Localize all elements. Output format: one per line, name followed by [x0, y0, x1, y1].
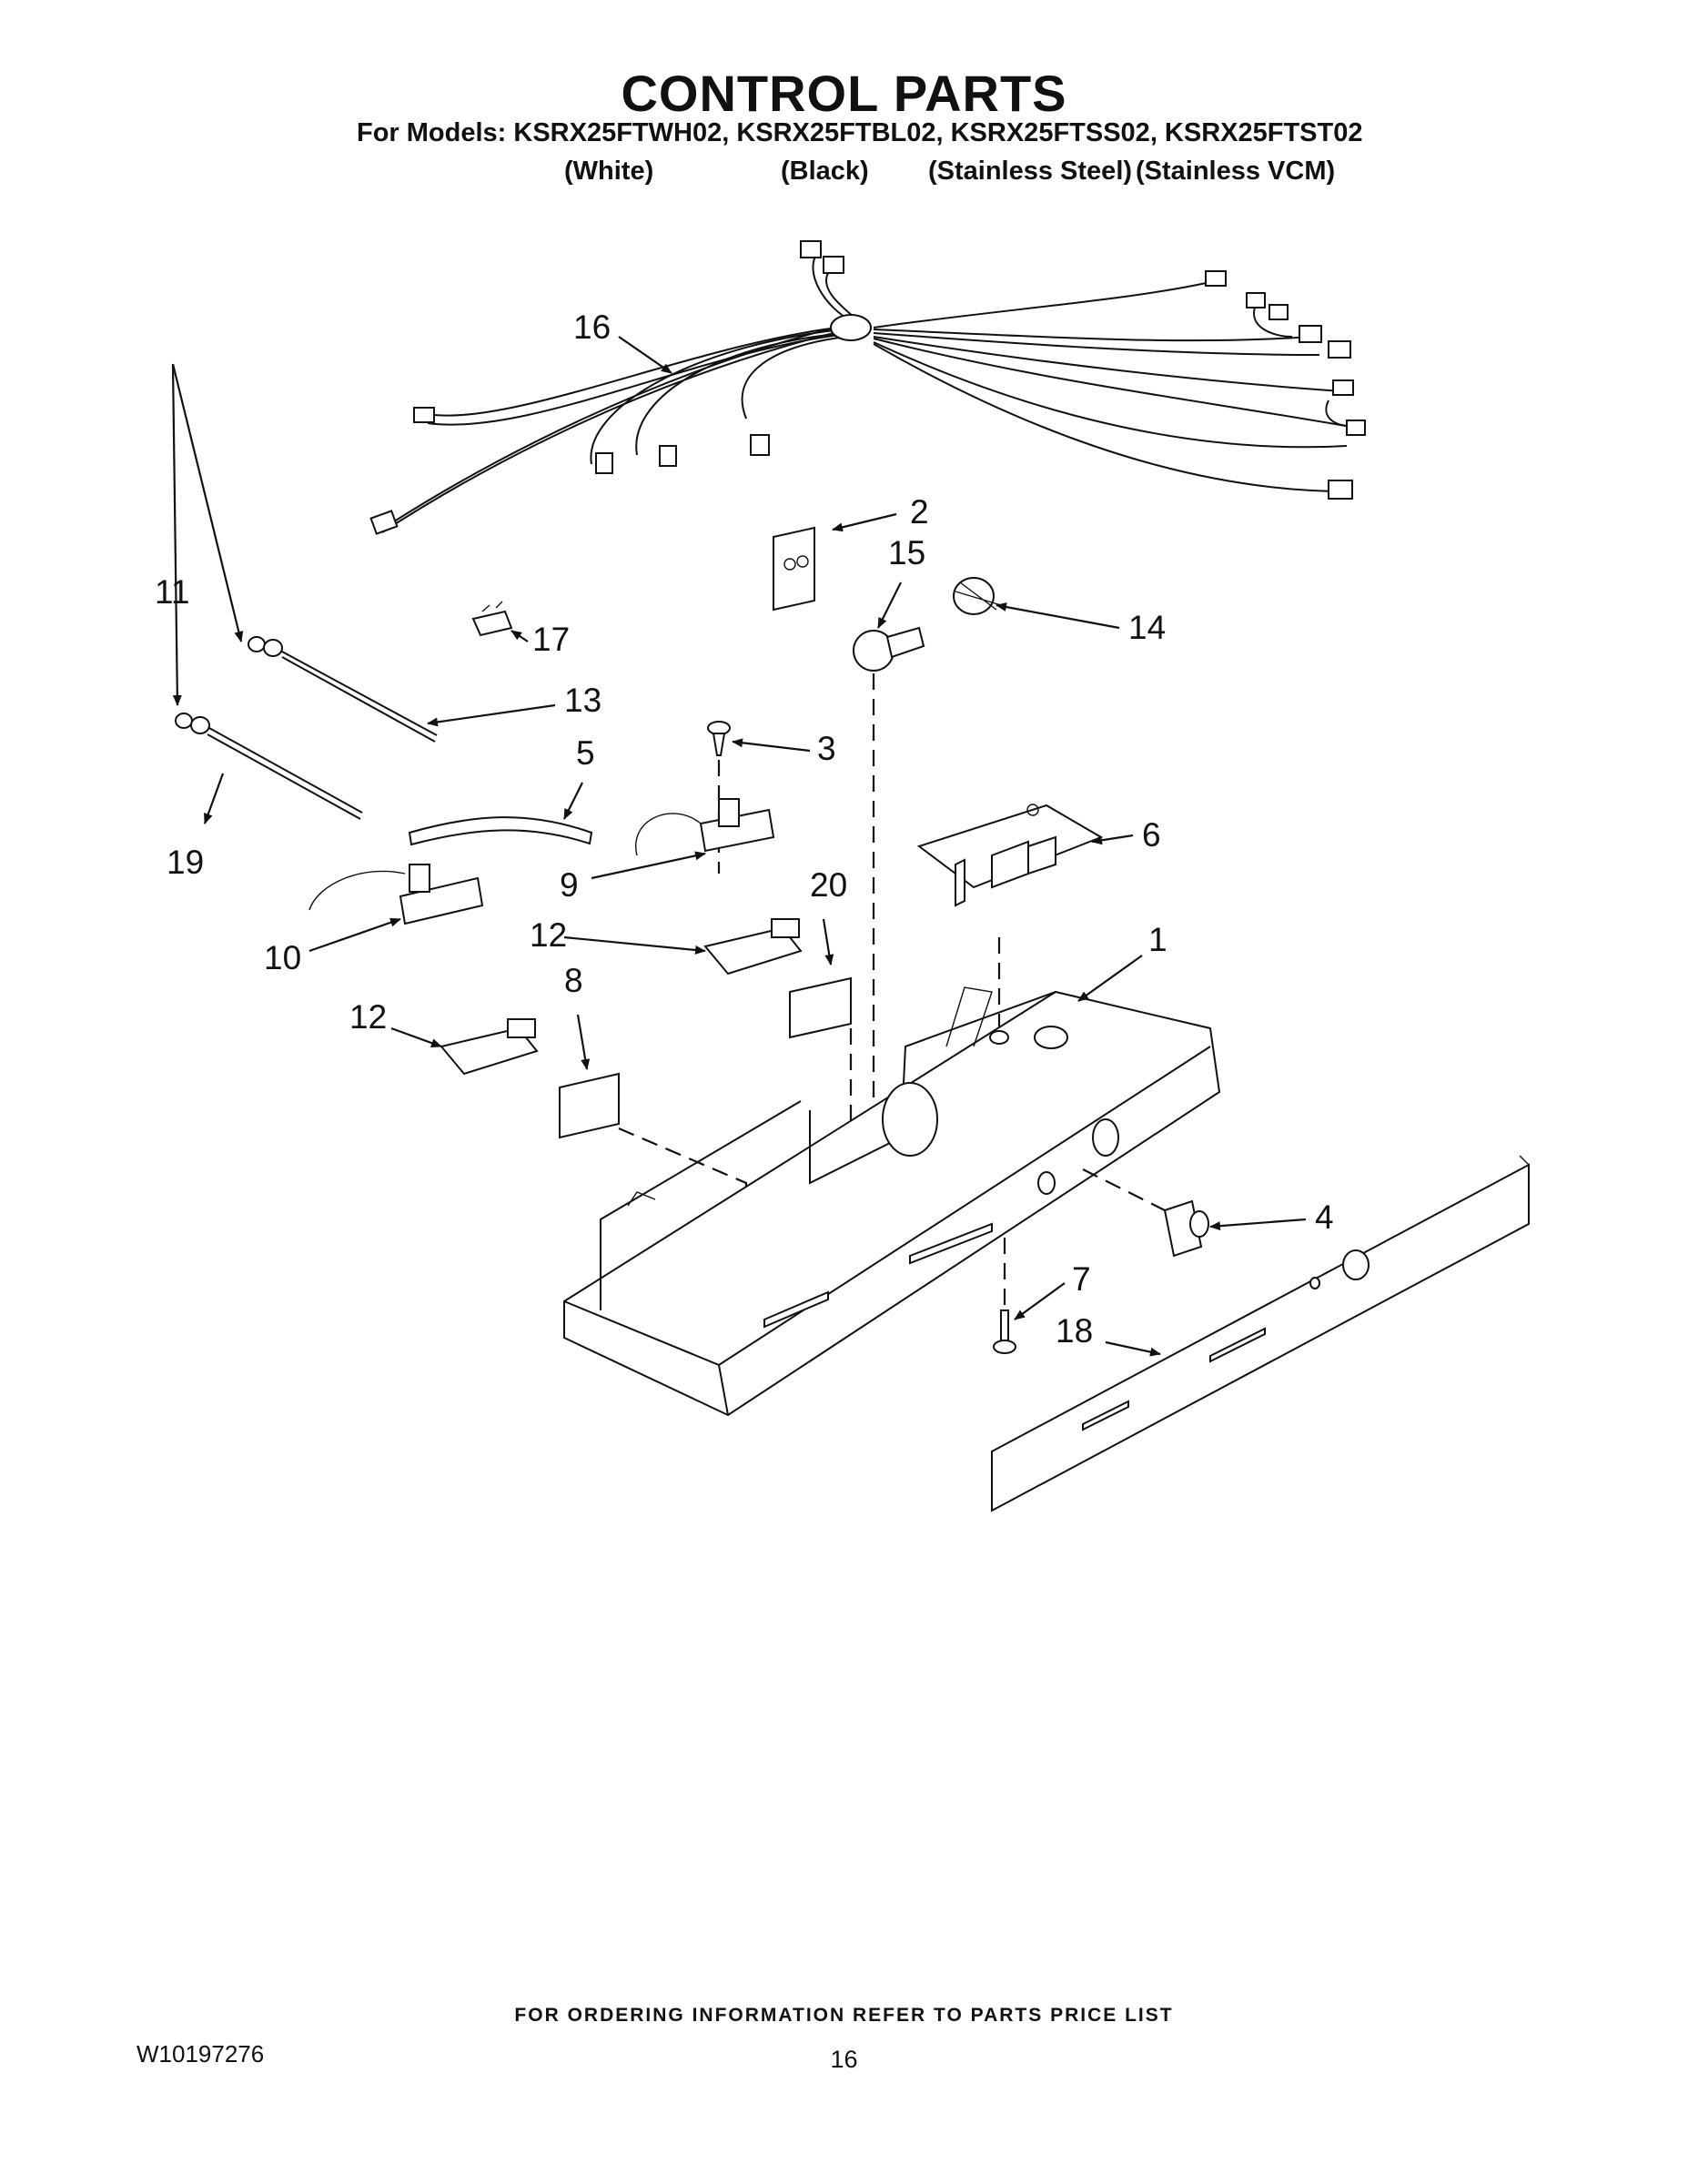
callout-20: 20 [810, 866, 847, 904]
finish-white: (White) [564, 157, 654, 186]
sensor-tube-19 [175, 713, 363, 820]
callout-12b: 12 [349, 998, 387, 1036]
callout-5: 5 [576, 734, 595, 772]
finish-stainless-steel: (Stainless Steel) [928, 157, 1133, 186]
control-housing-part [563, 986, 1221, 1417]
light-bulb-part [853, 626, 925, 672]
sensor-tube-13 [248, 636, 438, 743]
label-part-20 [789, 976, 852, 1039]
finish-black: (Black) [781, 157, 869, 186]
callout-9: 9 [560, 866, 579, 904]
callout-17: 17 [532, 621, 570, 658]
callout-14: 14 [1128, 609, 1166, 646]
callout-18: 18 [1056, 1312, 1093, 1350]
front-panel-part [991, 1155, 1530, 1512]
callout-1: 1 [1148, 921, 1167, 958]
callout-arrows [171, 336, 1307, 1357]
callout-numbers: 16 2 15 14 11 17 13 5 3 6 19 9 20 12 1 1… [155, 308, 1334, 1350]
callout-3: 3 [817, 730, 836, 767]
callout-10: 10 [264, 939, 301, 976]
pad-part [773, 526, 815, 612]
clip-part [471, 601, 513, 637]
knob-alignment-line [1082, 1168, 1175, 1216]
callout-11: 11 [155, 573, 189, 611]
callout-12a: 12 [530, 916, 567, 954]
control-knob-part [1163, 1199, 1209, 1258]
callout-2: 2 [910, 493, 929, 531]
callout-16: 16 [573, 308, 611, 346]
switch-part-10 [308, 864, 484, 925]
callout-7: 7 [1072, 1260, 1091, 1298]
label-part-8 [559, 1072, 620, 1139]
control-board-part [916, 804, 1104, 907]
callout-4: 4 [1315, 1198, 1334, 1236]
document-number: W10197276 [136, 2040, 265, 2068]
callout-19: 19 [167, 844, 204, 881]
callout-13: 13 [564, 682, 601, 719]
screw-part-3 [707, 721, 731, 756]
screw-part-7 [993, 1309, 1016, 1354]
bracket-part-12b [440, 1018, 539, 1076]
page-title: CONTROL PARTS [621, 65, 1067, 122]
page-number: 16 [830, 2046, 858, 2073]
bracket-part-12a [703, 918, 803, 976]
tube-part [408, 816, 593, 846]
label-8-alignment-line [618, 1127, 748, 1310]
ordering-note: FOR ORDERING INFORMATION REFER TO PARTS … [514, 2005, 1174, 2026]
wire-harness-part [369, 240, 1366, 535]
callout-8: 8 [564, 962, 583, 999]
finish-stainless-vcm: (Stainless VCM) [1136, 157, 1336, 186]
light-socket-part [953, 577, 1002, 615]
callout-15: 15 [888, 534, 925, 571]
models-line: For Models: KSRX25FTWH02, KSRX25FTBL02, … [357, 118, 1363, 147]
switch-part-9 [635, 798, 775, 856]
callout-6: 6 [1142, 816, 1161, 854]
